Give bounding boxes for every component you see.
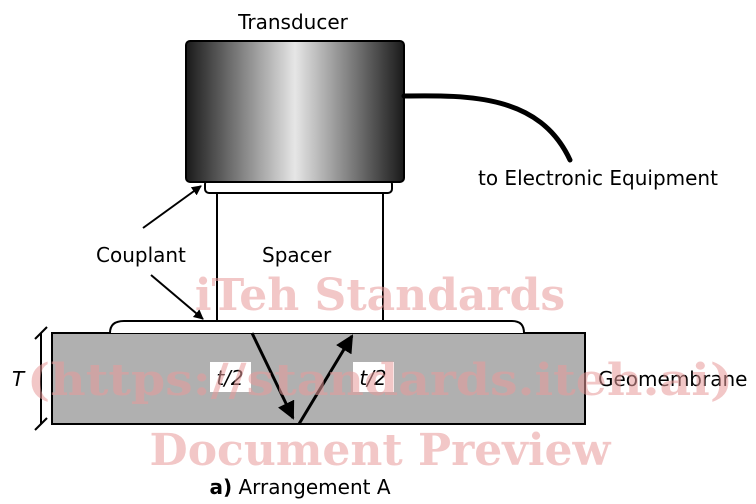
couplant-pointer-arrow-upper xyxy=(142,185,202,229)
half-time-box-right xyxy=(353,362,394,392)
reflected-wave-arrow xyxy=(297,334,354,425)
watermark-line-1: iTeh Standards xyxy=(195,270,565,321)
couplant-label: Couplant xyxy=(96,243,186,267)
spacer xyxy=(216,192,384,322)
couplant-layer-bottom xyxy=(109,320,525,334)
transducer-body xyxy=(185,40,405,183)
half-time-label-right: t/2 xyxy=(359,366,386,390)
figure-caption: a) Arrangement A xyxy=(209,475,390,499)
thickness-tick-bottom xyxy=(34,417,48,431)
watermark-line-3: Document Preview xyxy=(150,425,612,476)
geomembrane-label: Geomembrane xyxy=(598,367,747,391)
transducer-label: Transducer xyxy=(237,10,349,34)
spacer-label: Spacer xyxy=(262,243,332,267)
thickness-tick-top xyxy=(34,326,48,340)
caption-prefix: a) xyxy=(209,475,232,499)
to-electronic-equipment-label: to Electronic Equipment xyxy=(478,166,718,190)
caption-text: Arrangement A xyxy=(232,475,391,499)
transducer-cable xyxy=(401,93,573,163)
geomembrane-block xyxy=(51,332,586,425)
half-time-box-left xyxy=(210,362,251,392)
watermark-line-2: (https://standards.iteh.ai) xyxy=(27,355,733,406)
half-time-label-left: t/2 xyxy=(216,366,243,390)
thickness-label: T xyxy=(12,367,26,391)
couplant-pointer-arrow-lower xyxy=(150,274,204,320)
incident-wave-arrow xyxy=(250,332,295,420)
